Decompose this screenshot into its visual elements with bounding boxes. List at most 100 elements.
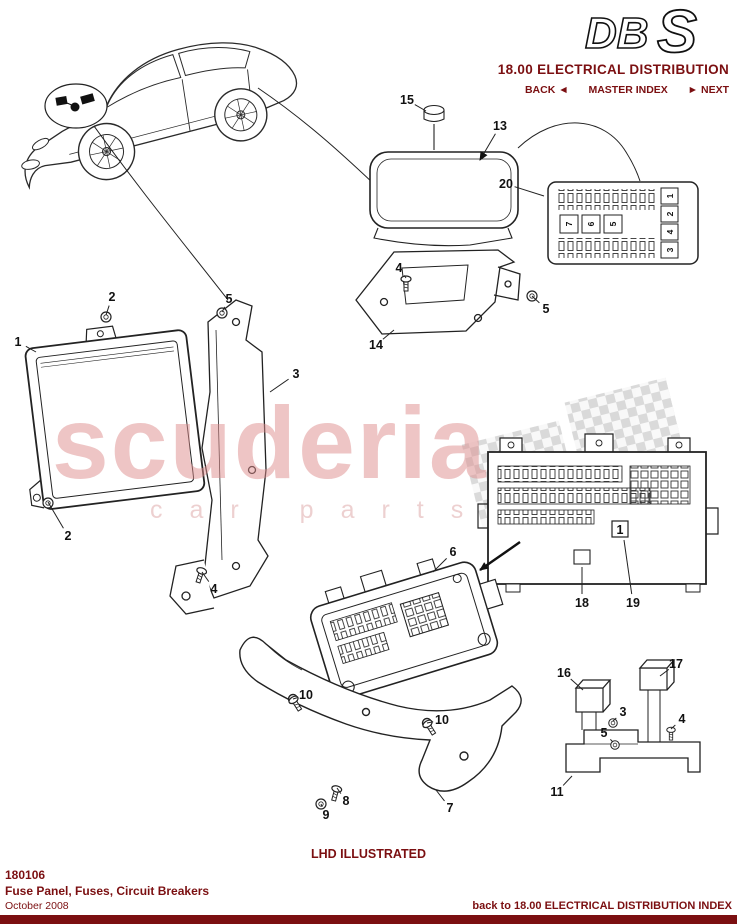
nav-next-arrow-icon[interactable]: ► <box>687 84 699 96</box>
callout-9: 9 <box>323 808 330 822</box>
callout-4: 4 <box>679 712 686 726</box>
screw-part <box>216 307 228 319</box>
fuse-map-label-1: 1 <box>665 193 675 198</box>
callout-1: 1 <box>15 335 22 349</box>
callout-leader <box>610 739 614 743</box>
callout-14: 14 <box>369 338 383 352</box>
callout-4: 4 <box>211 582 218 596</box>
callout-5: 5 <box>601 726 608 740</box>
callout-leader <box>25 345 37 353</box>
nav-master-index-link[interactable]: MASTER INDEX <box>588 84 668 96</box>
callout-leader <box>320 803 323 808</box>
fuse-map-legend <box>547 181 699 265</box>
callout-leader <box>562 775 573 786</box>
callout-leader <box>382 329 395 340</box>
mounting-bracket-part <box>355 249 521 335</box>
part-number: 180106 <box>5 868 46 882</box>
callout-5: 5 <box>226 292 233 306</box>
footer-bar <box>0 915 737 924</box>
callout-19: 19 <box>626 596 640 610</box>
callout-3: 3 <box>293 367 300 381</box>
logo-db-text: DB <box>585 9 649 58</box>
fuse-map-label-4: 4 <box>665 229 675 234</box>
fuse-map-label-2: 2 <box>665 211 675 216</box>
fuse-box-cover-part <box>369 151 519 247</box>
header-nav: BACK ◄ MASTER INDEX ► NEXT <box>498 84 729 96</box>
arrow-to-fuse-body <box>479 541 521 571</box>
callout-leader <box>479 133 496 161</box>
callout-leader <box>414 104 427 112</box>
screw-part <box>608 718 618 728</box>
lhd-illustrated-note: LHD ILLUSTRATED <box>310 847 427 861</box>
fuse-panel-face-part <box>477 433 719 593</box>
bolt-part <box>666 726 676 741</box>
callout-leader <box>612 717 617 722</box>
callout-leader <box>514 186 545 197</box>
callout-leader <box>659 669 670 677</box>
callout-leader <box>435 789 445 802</box>
callout-6: 6 <box>450 545 457 559</box>
callout-8: 8 <box>343 794 350 808</box>
callout-10: 10 <box>435 713 449 727</box>
relay-bracket-part <box>565 659 701 773</box>
callout-5: 5 <box>543 302 550 316</box>
cover-to-map-leader <box>517 122 641 182</box>
part-date: October 2008 <box>5 900 69 912</box>
callout-leader <box>292 697 298 700</box>
engine-bay-callout-circle <box>44 83 108 129</box>
fuse-map-label-5: 5 <box>608 221 618 226</box>
callout-13: 13 <box>493 119 507 133</box>
callout-leader <box>336 787 342 794</box>
lower-bracket-part <box>239 636 522 792</box>
callout-leader <box>670 724 676 730</box>
logo-s-text: S <box>657 6 697 60</box>
boxed-callout-frame <box>611 520 629 538</box>
fuse-body-part <box>309 558 504 700</box>
relay-17-part <box>638 659 676 691</box>
nav-back-arrow-icon[interactable]: ◄ <box>558 84 569 96</box>
back-to-index-link[interactable]: back to 18.00 ELECTRICAL DISTRIBUTION IN… <box>472 900 732 912</box>
callout-7: 7 <box>447 801 454 815</box>
callout-leader <box>570 678 584 691</box>
callout-leader <box>403 275 407 279</box>
callout-10: 10 <box>299 688 313 702</box>
section-title: 18.00 ELECTRICAL DISTRIBUTION <box>497 62 729 77</box>
callout-leader <box>221 306 226 313</box>
callout-leader <box>531 295 540 304</box>
dbs-logo: DB S <box>584 6 698 60</box>
callout-leader <box>432 558 447 573</box>
page-header: DB S 18.00 ELECTRICAL DISTRIBUTION BACK … <box>498 6 729 96</box>
screw-part <box>610 740 620 750</box>
callout-1: 1 <box>617 523 624 537</box>
fuse-map-label-7: 7 <box>564 221 574 226</box>
fuse-map-label-6: 6 <box>586 221 596 226</box>
fuse-map-label-3: 3 <box>665 247 675 252</box>
callout-2: 2 <box>65 529 72 543</box>
car-leader-line <box>93 125 229 301</box>
callout-17: 17 <box>669 657 683 671</box>
callout-leader <box>269 378 289 393</box>
callout-leader <box>201 571 210 582</box>
callout-2: 2 <box>109 290 116 304</box>
car-illustration <box>21 42 298 190</box>
car-leader-line <box>257 87 375 185</box>
callout-leader <box>623 539 633 595</box>
parts-diagram: 1513204514251324611819101016173451189776… <box>15 42 719 822</box>
footer-part-info: 180106 Fuse Panel, Fuses, Circuit Breake… <box>5 868 209 912</box>
callout-16: 16 <box>557 666 571 680</box>
part-title: Fuse Panel, Fuses, Circuit Breakers <box>5 884 210 898</box>
callout-leader <box>426 721 434 724</box>
callout-18: 18 <box>575 596 589 610</box>
callout-leader <box>47 501 64 529</box>
callout-3: 3 <box>620 705 627 719</box>
callout-11: 11 <box>550 785 563 799</box>
callout-20: 20 <box>499 177 513 191</box>
screw-part <box>42 497 54 509</box>
fuse-panel-part <box>24 325 206 510</box>
nav-next-link[interactable]: NEXT <box>700 84 729 96</box>
relay-16-part <box>574 679 612 713</box>
nav-back-link[interactable]: BACK <box>524 84 556 96</box>
cap-part <box>423 104 445 150</box>
